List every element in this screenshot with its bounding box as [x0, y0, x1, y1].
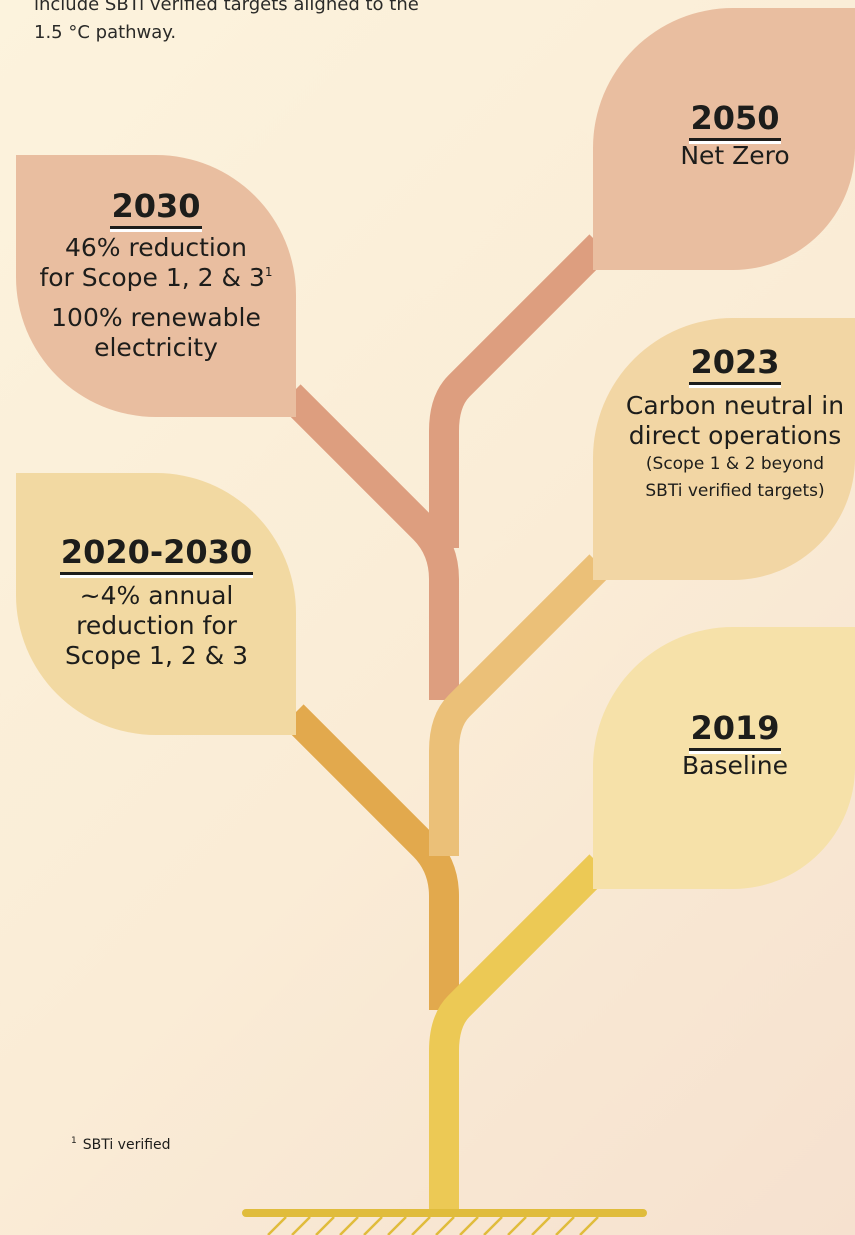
label-electricity: electricity [94, 333, 218, 362]
ground-hatch-line [531, 1216, 551, 1235]
leaf-2019 [593, 627, 855, 889]
scope-text: for Scope 1, 2 & 3 [39, 263, 265, 292]
ground [242, 1209, 647, 1235]
milestone-2020-2030: 2020-2030 ~4% annual reduction for Scope… [24, 532, 289, 671]
ground-hatch-line [387, 1216, 407, 1235]
leaf-2020-2030 [16, 473, 296, 735]
ground-hatch-line [315, 1216, 335, 1235]
label-scope-1-2-3: for Scope 1, 2 & 31 [16, 263, 296, 293]
stem-2050 [429, 234, 611, 548]
footnote-text: SBTi verified [82, 1137, 171, 1153]
label-direct-operations: direct operations [628, 421, 842, 450]
ground-hatch-line [363, 1216, 383, 1235]
milestone-2019: 2019 Baseline [630, 708, 840, 781]
year-2019: 2019 [689, 708, 781, 751]
label-reduction-for: reduction for [76, 611, 237, 640]
milestone-2023: 2023 Carbon neutral in direct operations… [600, 342, 855, 505]
milestone-2050: 2050 Net Zero [630, 98, 840, 171]
ground-hatch-line [339, 1216, 359, 1235]
label-scope-note-2: SBTi verified targets) [645, 481, 825, 501]
ground-hatch-line [267, 1216, 287, 1235]
year-2030: 2030 [110, 186, 202, 229]
footnote: 1 SBTi verified [71, 1136, 171, 1154]
ground-hatch-line [435, 1216, 455, 1235]
label-scope-1-2-3-annual: Scope 1, 2 & 3 [64, 641, 249, 670]
intro-text: include SBTi verified targets aligned to… [34, 0, 554, 47]
ground-hatch [267, 1216, 599, 1235]
ground-hatch-line [459, 1216, 479, 1235]
leaf-2030 [16, 155, 296, 417]
label-scope-note-1: (Scope 1 & 2 beyond [645, 454, 825, 474]
ground-hatch-line [555, 1216, 575, 1235]
label-carbon-neutral: Carbon neutral in [625, 391, 845, 420]
label-net-zero: Net Zero [680, 141, 790, 170]
footnote-marker: 1 [264, 265, 273, 279]
ground-hatch-line [579, 1216, 599, 1235]
intro-line-1: include SBTi verified targets aligned to… [34, 0, 419, 15]
label-46-reduction: 46% reduction [65, 233, 247, 262]
year-2020-2030: 2020-2030 [59, 532, 254, 575]
stem-2023 [429, 554, 611, 856]
label-100-renewable: 100% renewable [51, 303, 261, 332]
label-4-percent-annual: ~4% annual [79, 581, 234, 610]
ground-hatch-line [483, 1216, 503, 1235]
milestone-2030: 2030 46% reduction for Scope 1, 2 & 31 1… [16, 186, 296, 363]
ground-hatch-line [507, 1216, 527, 1235]
leaf-2023 [593, 318, 855, 580]
stem-2020-2030 [282, 704, 459, 1010]
intro-line-2: 1.5 °C pathway. [34, 22, 177, 43]
trunk [429, 854, 611, 1216]
year-2023: 2023 [689, 342, 781, 385]
footnote-mark: 1 [71, 1136, 77, 1146]
year-2050: 2050 [689, 98, 781, 141]
stem-2030 [279, 384, 459, 700]
label-baseline: Baseline [682, 751, 788, 780]
ground-hatch-line [291, 1216, 311, 1235]
ground-hatch-line [411, 1216, 431, 1235]
